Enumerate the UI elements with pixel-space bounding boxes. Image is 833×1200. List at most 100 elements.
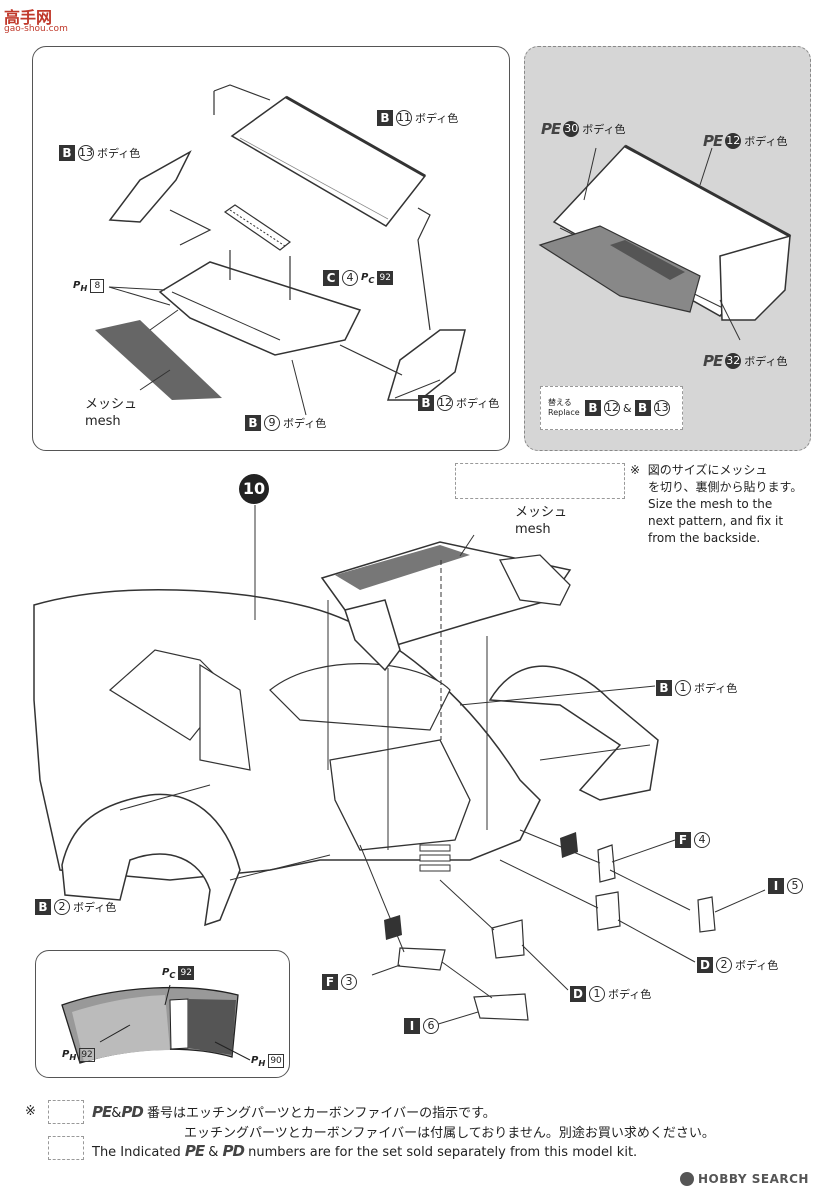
- note-mark: ※: [630, 463, 641, 477]
- note-jp-line1: ※ 図のサイズにメッシュ: [630, 463, 768, 477]
- paint-note: ボディ色: [744, 355, 788, 368]
- hobby-search-logo: HOBBY SEARCH: [680, 1172, 809, 1186]
- mesh-en: mesh: [85, 414, 121, 429]
- pc-number: 92: [178, 966, 194, 980]
- part-label-b11: B 11 ボディ色: [377, 110, 458, 126]
- part-letter: C: [323, 270, 339, 286]
- part-number: 2: [716, 957, 732, 973]
- ph-number: 92: [79, 1048, 95, 1062]
- note-en-line2: next pattern, and fix it: [648, 514, 784, 528]
- hobby-search-text: HOBBY SEARCH: [698, 1172, 809, 1186]
- part-number: 4: [694, 832, 710, 848]
- paint-note: ボディ色: [415, 112, 459, 125]
- watermark-chars: 高手网: [4, 8, 53, 27]
- step-number-badge: 10: [239, 474, 269, 504]
- part-letter: B: [418, 395, 434, 411]
- pe-label-30: PE 30 ボディ色: [541, 120, 625, 138]
- ph-label: PH 8: [73, 279, 105, 293]
- footer-pd: PD: [121, 1103, 143, 1121]
- replace-number-1: 12: [604, 400, 620, 416]
- pe-number: 30: [563, 121, 580, 137]
- pe-number: 12: [725, 133, 742, 149]
- part-number: 1: [589, 986, 605, 1002]
- replace-label: 替える Replace: [548, 398, 580, 418]
- part-letter: D: [697, 957, 713, 973]
- ph-prefix: PH: [62, 1048, 77, 1062]
- mesh-jp: メッシュ: [85, 397, 138, 412]
- pc-number: 92: [377, 271, 393, 285]
- footer-dashbox-1: [48, 1100, 84, 1124]
- part-letter: I: [768, 878, 784, 894]
- part-letter: B: [35, 899, 51, 915]
- footer-line-1: PE&PD 番号はエッチングパーツとカーボンファイバーの指示です。: [92, 1102, 496, 1121]
- part-number: 9: [264, 415, 280, 431]
- ph-prefix: PH: [251, 1054, 266, 1068]
- ph-number: 8: [90, 279, 105, 293]
- replace-parts: B 12 & B 13: [585, 400, 670, 416]
- part-number: 11: [396, 110, 412, 126]
- part-number: 3: [341, 974, 357, 990]
- pc-prefix: PC: [162, 966, 176, 980]
- pc-prefix: PC: [361, 271, 375, 285]
- paint-note: ボディ色: [582, 123, 626, 136]
- part-label-main-d2: D 2 ボディ色: [697, 957, 778, 973]
- part-number: 2: [54, 899, 70, 915]
- part-label-main-d1: D 1 ボディ色: [570, 986, 651, 1002]
- part-label-main-i5: I 5: [768, 878, 803, 894]
- footer-jp-line2: エッチングパーツとカーボンファイバーは付属しておりません。別途お買い求めください…: [184, 1126, 715, 1141]
- paint-note: ボディ色: [608, 988, 652, 1001]
- pe-label-12: PE 12 ボディ色: [703, 132, 787, 150]
- part-letter: B: [59, 145, 75, 161]
- paint-note: ボディ色: [97, 147, 141, 160]
- paint-note: ボディ色: [283, 417, 327, 430]
- note-jp-line2: を切り、裏側から貼ります。: [648, 480, 803, 494]
- pe-number: 32: [725, 353, 742, 369]
- part-letter: B: [377, 110, 393, 126]
- part-letter: F: [675, 832, 691, 848]
- part-label-b9: B 9 ボディ色: [245, 415, 326, 431]
- inset-pc-label: PC 92: [162, 966, 194, 980]
- part-label-b13: B 13 ボディ色: [59, 145, 140, 161]
- footer-line-3: The Indicated PE & PD numbers are for th…: [92, 1142, 637, 1160]
- mesh-en: mesh: [515, 522, 551, 537]
- part-number: 6: [423, 1018, 439, 1034]
- part-label-b12: B 12 ボディ色: [418, 395, 499, 411]
- mesh-pattern-box: [455, 463, 625, 499]
- replace-amp: &: [623, 401, 632, 415]
- replace-en: Replace: [548, 408, 580, 417]
- note-mesh-instructions: ※ 図のサイズにメッシュ を切り、裏側から貼ります。 Size the mesh…: [630, 462, 820, 547]
- pe-prefix: PE: [703, 132, 723, 150]
- part-label-main-f4: F 4: [675, 832, 710, 848]
- part-letter: B: [656, 680, 672, 696]
- watermark-url: gao-shou.com: [4, 24, 68, 34]
- part-label-main-i6: I 6: [404, 1018, 439, 1034]
- part-number: 13: [78, 145, 94, 161]
- footer-en-suffix: numbers are for the set sold separately …: [248, 1145, 638, 1160]
- footer-pe: PE: [92, 1103, 112, 1121]
- mesh-label-top: メッシュ mesh: [85, 396, 137, 430]
- footer-dashbox-2: [48, 1136, 84, 1160]
- footer-mark: ※: [25, 1104, 36, 1119]
- ph-prefix: PH: [73, 279, 88, 293]
- part-label-c4: C 4 PC 92: [323, 270, 393, 286]
- inset-ph-left-label: PH 92: [62, 1048, 95, 1062]
- footer-amp-2: &: [208, 1145, 219, 1160]
- pe-prefix: PE: [703, 352, 723, 370]
- part-letter: I: [404, 1018, 420, 1034]
- footer-amp: &: [111, 1106, 122, 1121]
- paint-note: ボディ色: [744, 135, 788, 148]
- pe-label-32: PE 32 ボディ色: [703, 352, 787, 370]
- footer-jp-line1: 番号はエッチングパーツとカーボンファイバーの指示です。: [146, 1106, 496, 1121]
- pe-prefix: PE: [541, 120, 561, 138]
- part-letter: F: [322, 974, 338, 990]
- part-letter: B: [634, 400, 651, 416]
- note-en-line3: from the backside.: [648, 531, 761, 545]
- paint-note: ボディ色: [735, 959, 779, 972]
- part-label-main-f3: F 3: [322, 974, 357, 990]
- part-number: 1: [675, 680, 691, 696]
- part-number: 5: [787, 878, 803, 894]
- ph-number: 90: [268, 1054, 284, 1068]
